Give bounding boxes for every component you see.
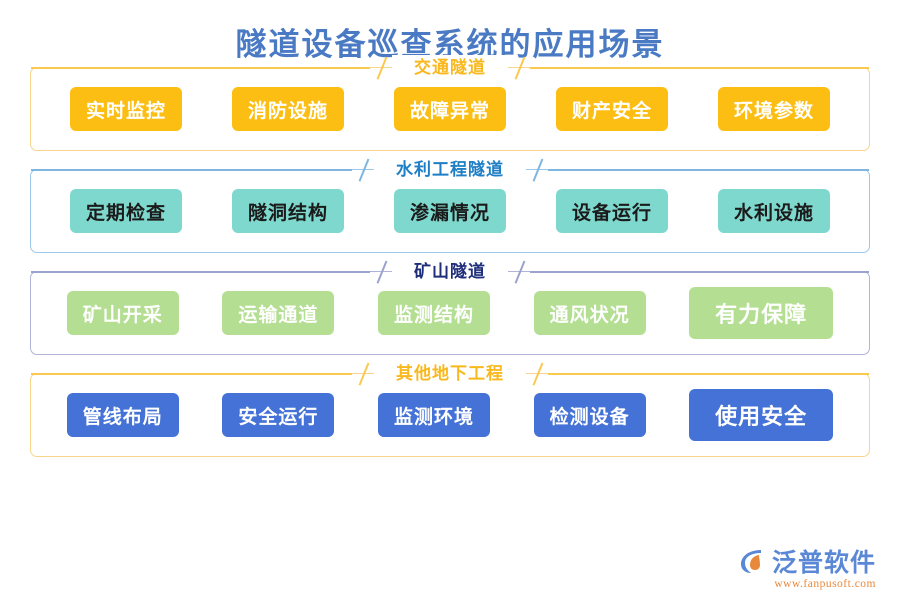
card-item[interactable]: 渗漏情况 [393, 189, 506, 234]
section-label-mine: 矿山隧道 [392, 259, 508, 286]
brand-logo: 泛普软件 www.fanpusoft.com [738, 543, 876, 590]
cards-water: 定期检查 隧洞结构 渗漏情况 设备运行 水利设施 [31, 189, 869, 234]
logo-name: 泛普软件 [771, 550, 876, 577]
section-other: 其他地下工程 管线布局 安全运行 监测环境 检测设备 使用安全 [30, 361, 870, 458]
card-item[interactable]: 运输通道 [222, 291, 335, 336]
card-item[interactable]: 有力保障 [689, 287, 834, 340]
card-item[interactable]: 通风状况 [533, 291, 646, 336]
card-item[interactable]: 水利设施 [717, 189, 830, 234]
card-item[interactable]: 监测环境 [377, 393, 490, 438]
section-header-other: 其他地下工程 [31, 361, 869, 388]
card-item[interactable]: 实时监控 [69, 87, 182, 132]
cards-other: 管线布局 安全运行 监测环境 检测设备 使用安全 [31, 389, 869, 442]
header-slash-left-icon [370, 259, 392, 285]
card-item[interactable]: 消防设施 [231, 87, 344, 132]
section-mine: 矿山隧道 矿山开采 运输通道 监测结构 通风状况 有力保障 [30, 259, 870, 356]
card-item[interactable]: 矿山开采 [66, 291, 179, 336]
card-item[interactable]: 监测结构 [377, 291, 490, 336]
header-slash-right-icon [508, 259, 530, 285]
card-item[interactable]: 安全运行 [222, 393, 335, 438]
cards-traffic: 实时监控 消防设施 故障异常 财产安全 环境参数 [31, 87, 869, 132]
card-item[interactable]: 隧洞结构 [231, 189, 344, 234]
card-item[interactable]: 财产安全 [555, 87, 668, 132]
section-header-water: 水利工程隧道 [31, 157, 869, 184]
page-title: 隧道设备巡查系统的应用场景 [235, 27, 665, 62]
cards-mine: 矿山开采 运输通道 监测结构 通风状况 有力保障 [31, 287, 869, 340]
fanpu-logo-icon [738, 546, 768, 576]
logo-url: www.fanpusoft.com [774, 578, 876, 590]
card-item[interactable]: 设备运行 [555, 189, 668, 234]
header-line-right [530, 67, 869, 69]
header-slash-right-icon [526, 157, 548, 183]
section-header-mine: 矿山隧道 [31, 259, 869, 286]
header-slash-left-icon [352, 157, 374, 183]
logo-row: 泛普软件 [738, 543, 876, 579]
card-item[interactable]: 管线布局 [66, 393, 179, 438]
header-line-right [548, 373, 869, 375]
header-slash-left-icon [352, 361, 374, 387]
section-traffic: 交通隧道 实时监控 消防设施 故障异常 财产安全 环境参数 [30, 55, 870, 152]
section-label-other: 其他地下工程 [374, 361, 526, 388]
section-water: 水利工程隧道 定期检查 隧洞结构 渗漏情况 设备运行 水利设施 [30, 157, 870, 254]
header-line-left [31, 271, 370, 273]
card-item[interactable]: 使用安全 [689, 389, 834, 442]
header-line-left [31, 67, 370, 69]
sections-container: 交通隧道 实时监控 消防设施 故障异常 财产安全 环境参数 水利工程隧道 [0, 55, 900, 458]
header-line-left [31, 169, 352, 171]
header-slash-right-icon [526, 361, 548, 387]
header-line-right [548, 169, 869, 171]
card-item[interactable]: 故障异常 [393, 87, 506, 132]
section-label-water: 水利工程隧道 [374, 157, 526, 184]
header-line-right [530, 271, 869, 273]
card-item[interactable]: 环境参数 [717, 87, 830, 132]
card-item[interactable]: 定期检查 [69, 189, 182, 234]
header-line-left [31, 373, 352, 375]
card-item[interactable]: 检测设备 [533, 393, 646, 438]
